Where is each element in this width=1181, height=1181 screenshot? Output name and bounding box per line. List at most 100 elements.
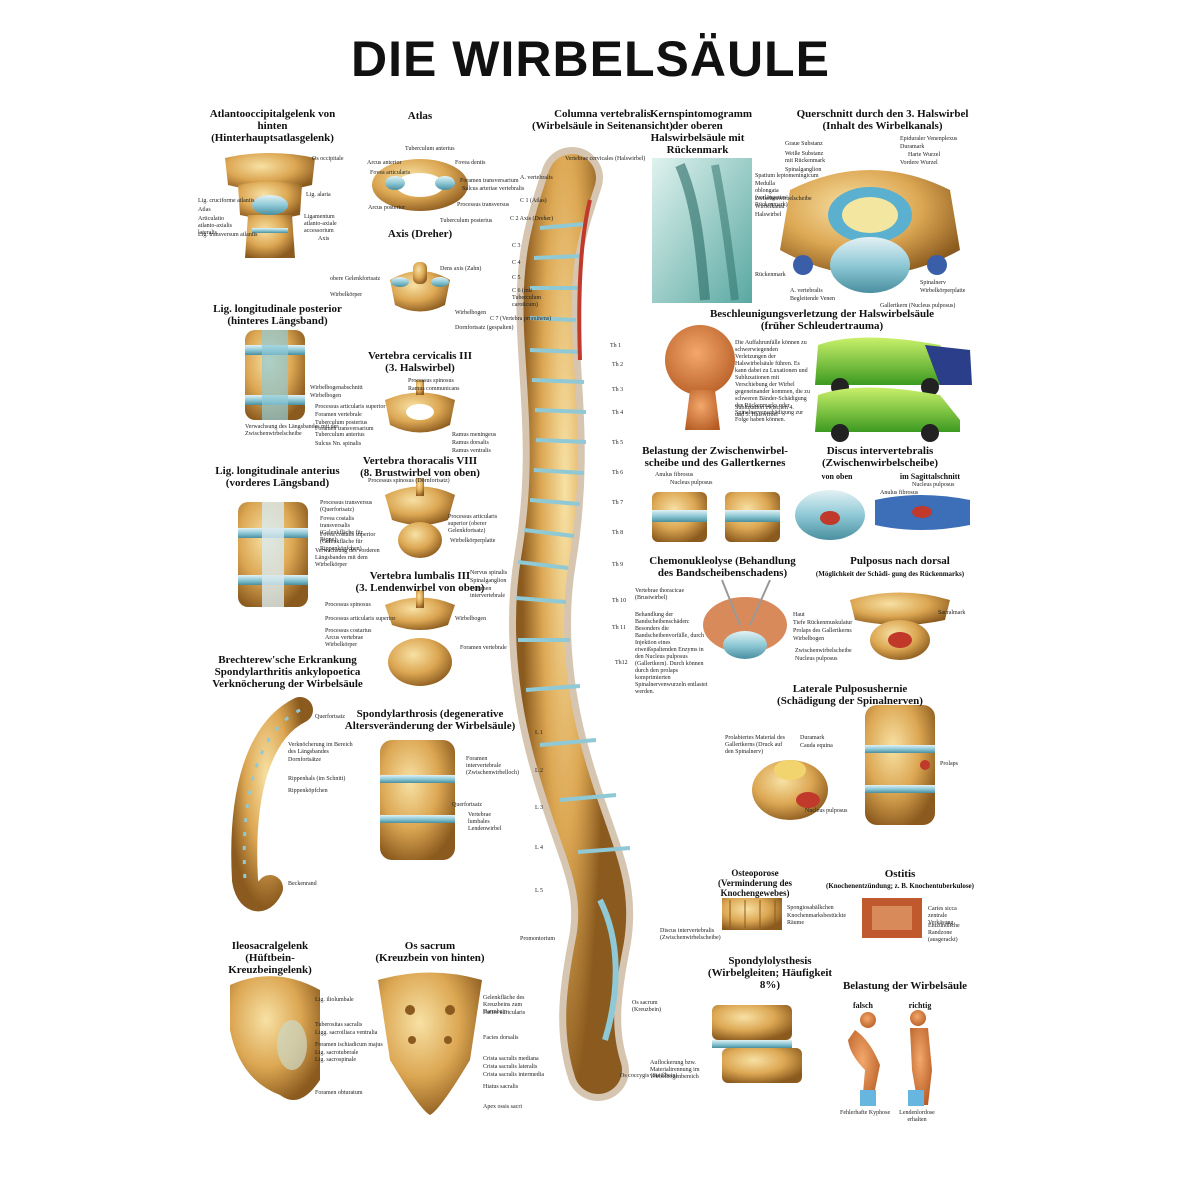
label: Wirbelkanal [755,204,785,210]
label: Processus articularis superior [315,404,386,410]
label: L 2 [535,768,543,774]
label: Spinalganglion [785,167,822,173]
heading-schleuder: Beschleunigungsverletzung der Halswirbel… [709,308,935,332]
heading-belastung-ws: Belastung der Wirbelsäule [842,980,968,992]
label: Nucleus pulposus [912,482,955,488]
heading-mrt: Kernspintomogramm der oberen Halswirbels… [650,108,753,156]
label: Apex ossis sacri [483,1104,522,1110]
discus-sub-left: von oben [821,472,853,481]
label: Ligamentum atlanto-axiale accessorium [304,214,337,234]
label: Th 1 [610,343,622,349]
label: Os coccygis (Steißbein) [620,1073,678,1079]
heading-lig-post: Lig. longitudinale posterior (hinteres L… [213,303,342,327]
label: Arcus vertebrae [325,635,364,641]
heading-sacrum: Os sacrum (Kreuzbein von hinten) [375,940,485,964]
pulposus-sub: (Möglichkeit der Schädi- gung des Rücken… [815,570,965,578]
label: Knochenmarksbestückte Räume [787,913,846,926]
label: Tuberculum posterius [315,420,368,426]
label: Ramus ventralis [452,448,491,454]
label: Th 6 [612,470,624,476]
label: Th12 [615,660,628,666]
label: Lig. cruciforme atlantis [198,198,255,204]
label: Duramark [800,735,825,741]
label: Os sacrum (Kreuzbein) [632,1000,661,1013]
label: Ramus meningeus [452,432,497,438]
heading-spondyl: Spondylarthrosis (degenerative Altersver… [344,708,516,732]
heading-axis: Axis (Dreher) [387,228,453,240]
label: Foramen transversarium [460,178,519,184]
label: L 1 [535,730,543,736]
label: Dornfortsatz (gespalten) [455,325,514,331]
label: Processus articularis superior (oberer G… [448,514,498,534]
label: Fehlerhafte Kyphose [840,1110,891,1116]
label: Ramus dorsalis [452,440,489,446]
label: Nucleus pulposus [795,656,838,662]
label: Tuberculum anterius [405,146,455,152]
label: Dens axis (Zahn) [440,266,482,272]
lumbalis-illustration [385,590,455,686]
label: Processus spinosus [408,378,454,384]
label: Hiatus sacralis [483,1084,519,1090]
label: Axis [318,236,330,242]
label: Fovea costalis superior (Gelenkfläche fü… [320,532,376,552]
label: Rippenhals (im Schnitt) [288,776,346,782]
ileosacral-illustration [230,976,320,1100]
label: C 7 (Vertebra prominens) [490,316,552,322]
label: Discus intervertebralis (Zwischenwirbels… [660,928,721,941]
label: Th 9 [612,562,624,568]
label: C 5 [512,275,521,281]
label: A. vertebralis [520,175,553,181]
label: Lig. sacrospinale [315,1057,356,1063]
atlantooccipital-illustration [225,153,315,258]
osteo-illustration [722,898,782,930]
label: Lig. alaria [306,192,331,198]
label: Foramen intervertebrale (Zwischenwirbell… [466,756,519,776]
heading-bechterew: Brechterew'sche Erkrankung Spondylarthri… [212,654,363,690]
label: Fovea articularis [370,170,411,176]
lig-posterior-illustration [245,330,305,420]
label: C 2 Axis (Dreher) [510,216,554,222]
cervicalis-illustration [385,380,455,433]
label: Processus costarius [325,628,372,634]
label: Prolaps des Gallertkerns [793,628,852,634]
sacrum-illustration [378,972,482,1115]
axis-illustration [390,262,450,312]
atlas-illustration [372,159,468,211]
querschnitt-illustration [780,170,960,293]
label: Th 7 [612,500,624,506]
label: Th 4 [612,410,624,416]
label: Foramen ischiadicum majus [315,1042,383,1048]
heading-lig-ant: Lig. longitudinale anterius (vorderes Lä… [215,465,340,489]
label: C 4 [512,260,521,266]
label: Verknöcherung im Bereich des Längsbandes [288,742,353,755]
label: Foramen vertebrale [460,645,507,651]
label: Arcus anterior [367,160,402,166]
lig-anterior-illustration [238,502,308,607]
label: Gallertkern (Nucleus pulposus) [880,303,956,309]
heading-cervicalis: Vertebra cervicalis III (3. Halswirbel) [367,350,473,374]
label: Cauda equina [800,743,833,749]
label: Ramus communicans [408,386,460,392]
label: Fovea costalis transversalis (Gelenkfläc… [320,516,363,543]
chemo-illustration [703,579,787,659]
label: Entzündliche Randzone (ausgerackt) [928,923,960,943]
label: Verwachsung des vorderen Längsbandes mit… [315,548,380,568]
heading-ileo: Ileosacralgelenk (Hüftbein- Kreuzbeingel… [228,940,312,976]
label: Prolabiertes Material des Gallertkerns (… [725,735,785,755]
thoracis-illustration [385,478,455,558]
label: Os occipitale [312,156,344,162]
label: A. vertebralis [790,288,823,294]
label: Th 2 [612,362,624,368]
label: Spinalganglion [470,578,507,584]
heading-columna: Columna vertebralis (Wirbelsäule in Seit… [532,108,673,132]
label: Wirbelbogen [455,310,487,316]
label: Lig. sacrotuberale [315,1050,359,1056]
schleudertrauma-illustration [665,325,972,442]
label: Spatium leptomeningicum [755,173,819,179]
label: Processus transversus [457,202,510,208]
label: Rückenmark [755,272,786,278]
label: Processus articularis superior [325,616,396,622]
label: Th 3 [612,387,624,393]
label: Tuberculum anterius [315,432,365,438]
heading-pulposus: Pulposus nach dorsal [850,555,950,567]
